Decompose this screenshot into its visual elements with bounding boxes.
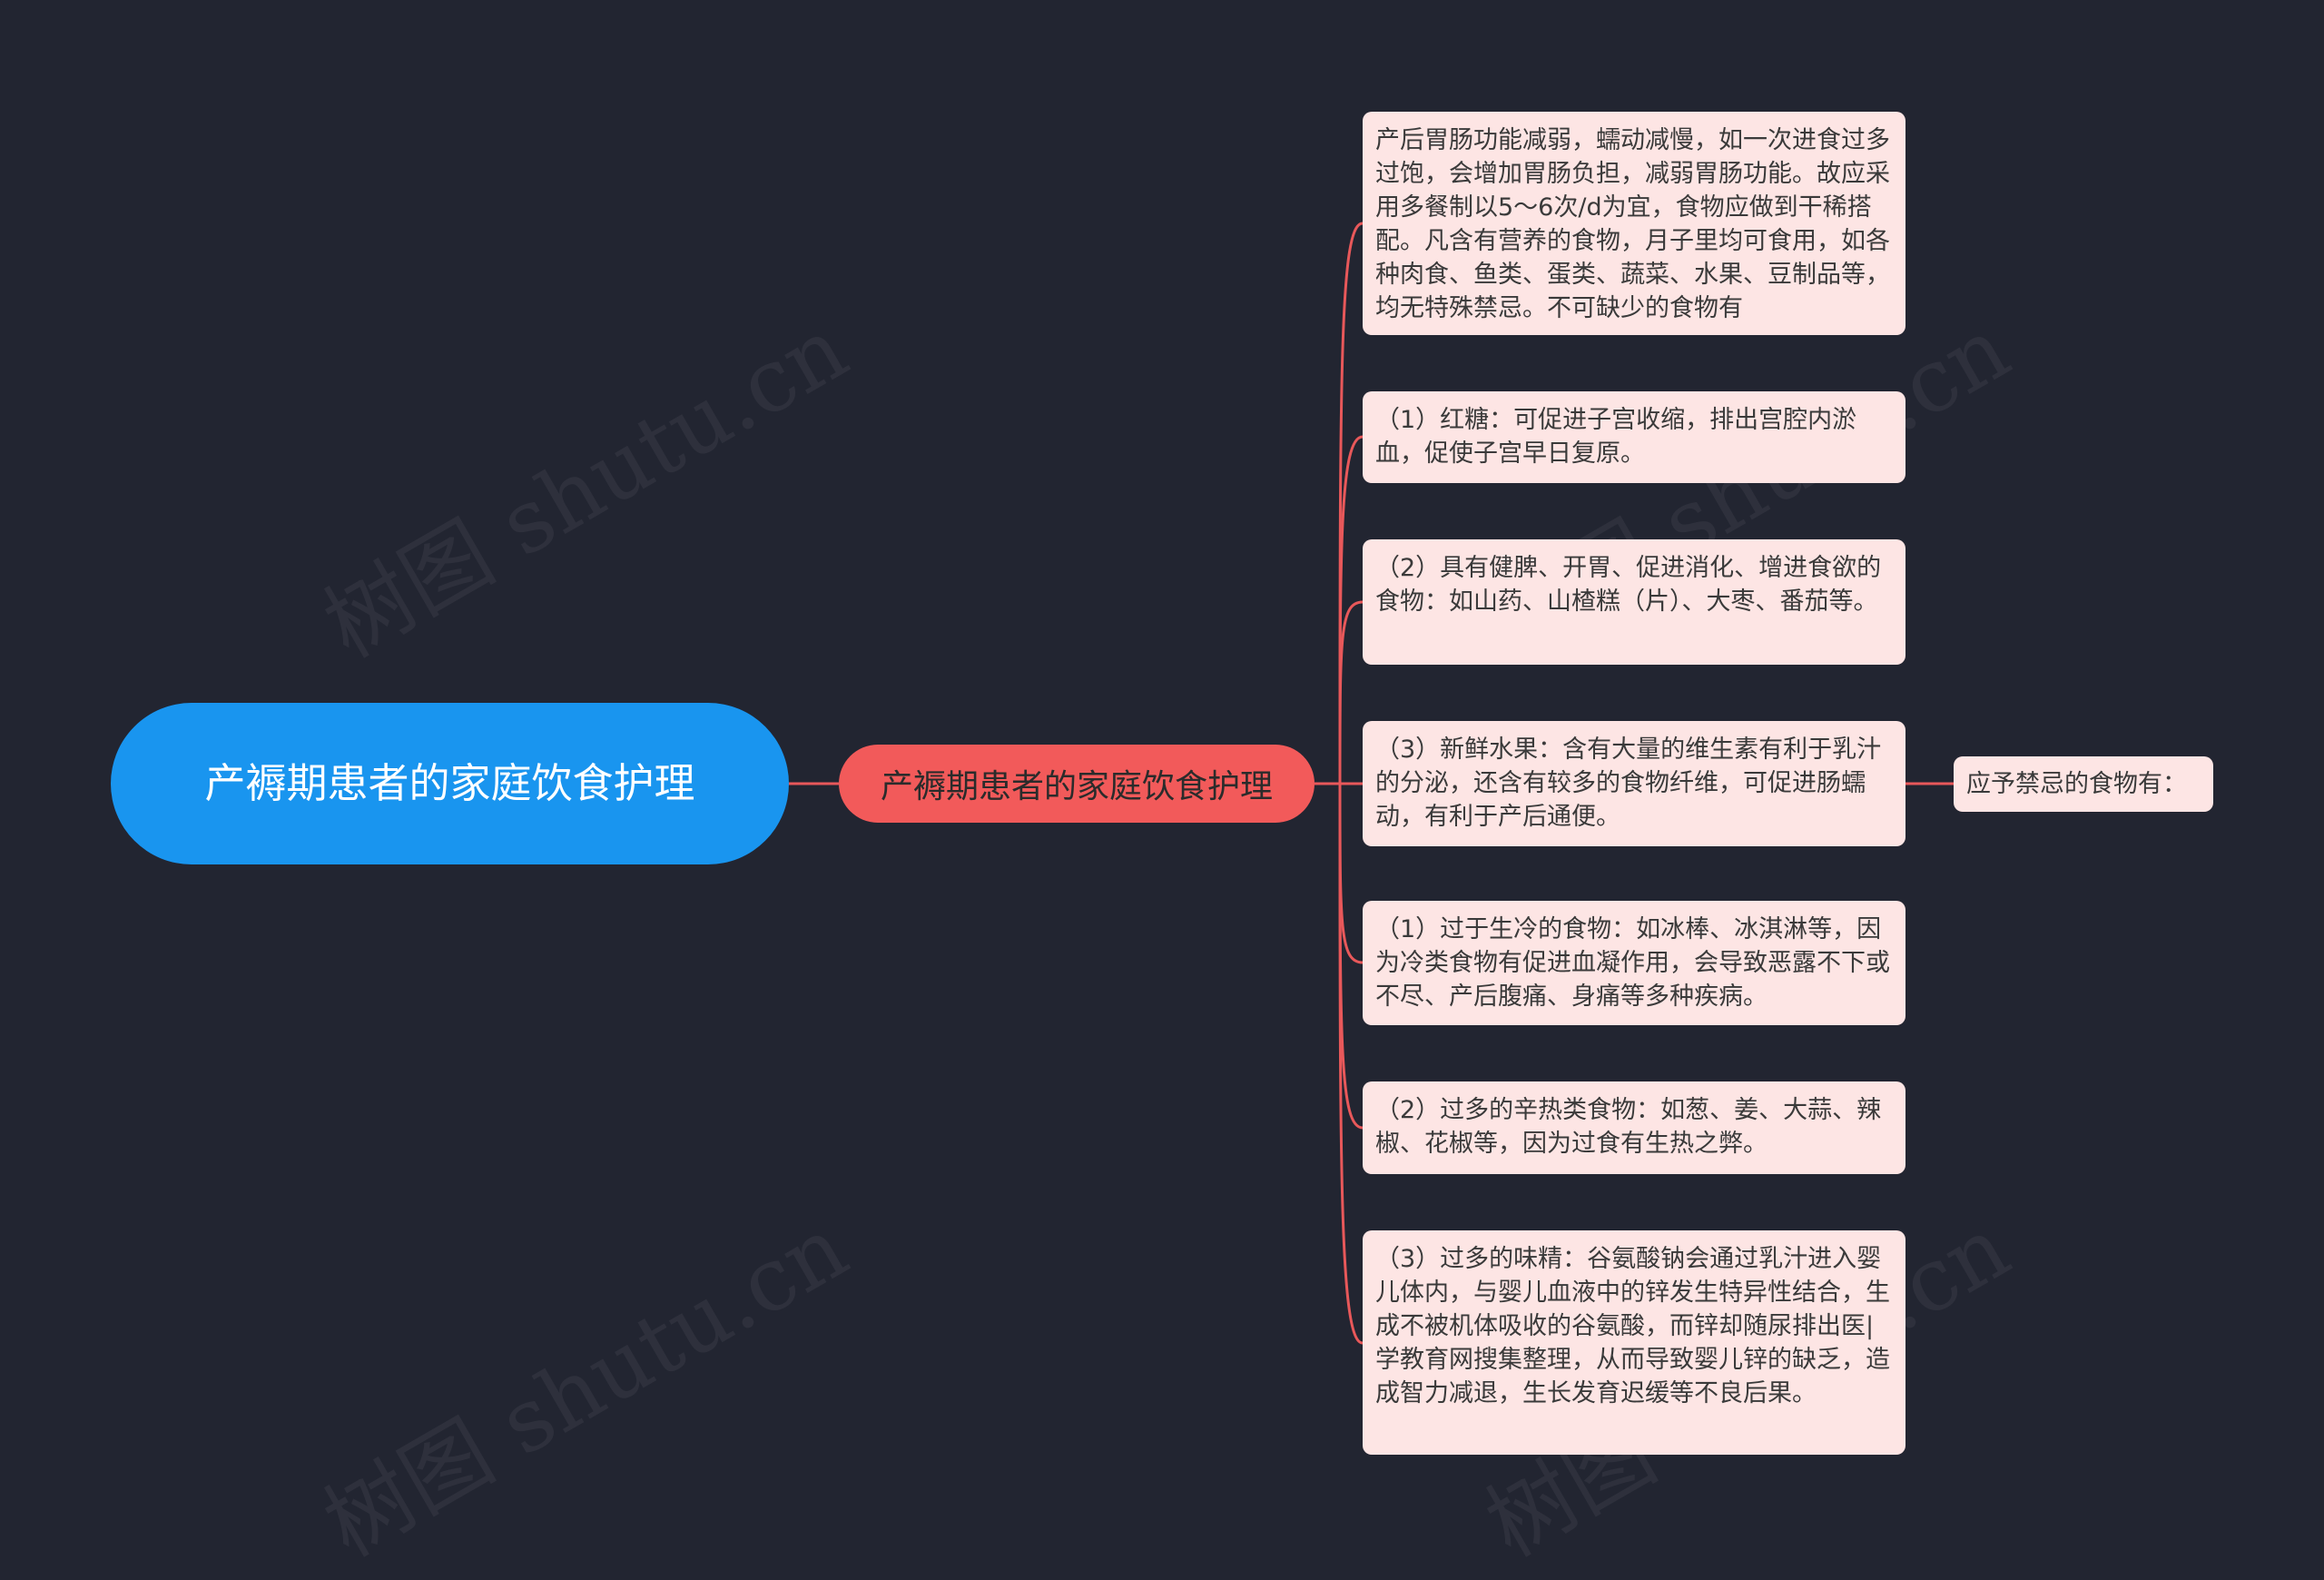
leaf-node[interactable]: 产后胃肠功能减弱，蠕动减慢，如一次进食过多过饱，会增加胃肠负担，减弱胃肠功能。故… xyxy=(1363,112,1905,335)
leaf-node[interactable]: （3）新鲜水果：含有大量的维生素有利于乳汁的分泌，还含有较多的食物纤维，可促进肠… xyxy=(1363,721,1905,846)
branch-line-7 xyxy=(1338,783,1364,1345)
leaf-node[interactable]: （2）过多的辛热类食物：如葱、姜、大蒜、辣椒、花椒等，因为过食有生热之弊。 xyxy=(1363,1081,1905,1174)
hub-node[interactable]: 产褥期患者的家庭饮食护理 xyxy=(839,745,1315,823)
branch-line-3 xyxy=(1338,600,1364,785)
leaf-node[interactable]: （1）红糖：可促进子宫收缩，排出宫腔内淤血，促使子宫早日复原。 xyxy=(1363,391,1905,483)
root-node[interactable]: 产褥期患者的家庭饮食护理 xyxy=(111,703,789,864)
leaf-node[interactable]: （2）具有健脾、开胃、促进消化、增进食欲的食物：如山药、山楂糕（片）、大枣、番茄… xyxy=(1363,539,1905,665)
leaf-node[interactable]: （1）过于生冷的食物：如冰棒、冰淇淋等，因为冷类食物有促进血凝作用，会导致恶露不… xyxy=(1363,901,1905,1025)
branch-line-2 xyxy=(1338,435,1364,785)
leaf-node[interactable]: （3）过多的味精：谷氨酸钠会通过乳汁进入婴儿体内，与婴儿血液中的锌发生特异性结合… xyxy=(1363,1230,1905,1455)
branch-line-5 xyxy=(1338,783,1364,964)
side-node[interactable]: 应予禁忌的食物有： xyxy=(1954,756,2213,812)
root-node-label: 产褥期患者的家庭饮食护理 xyxy=(204,759,695,807)
hub-node-label: 产褥期患者的家庭饮食护理 xyxy=(880,768,1273,805)
